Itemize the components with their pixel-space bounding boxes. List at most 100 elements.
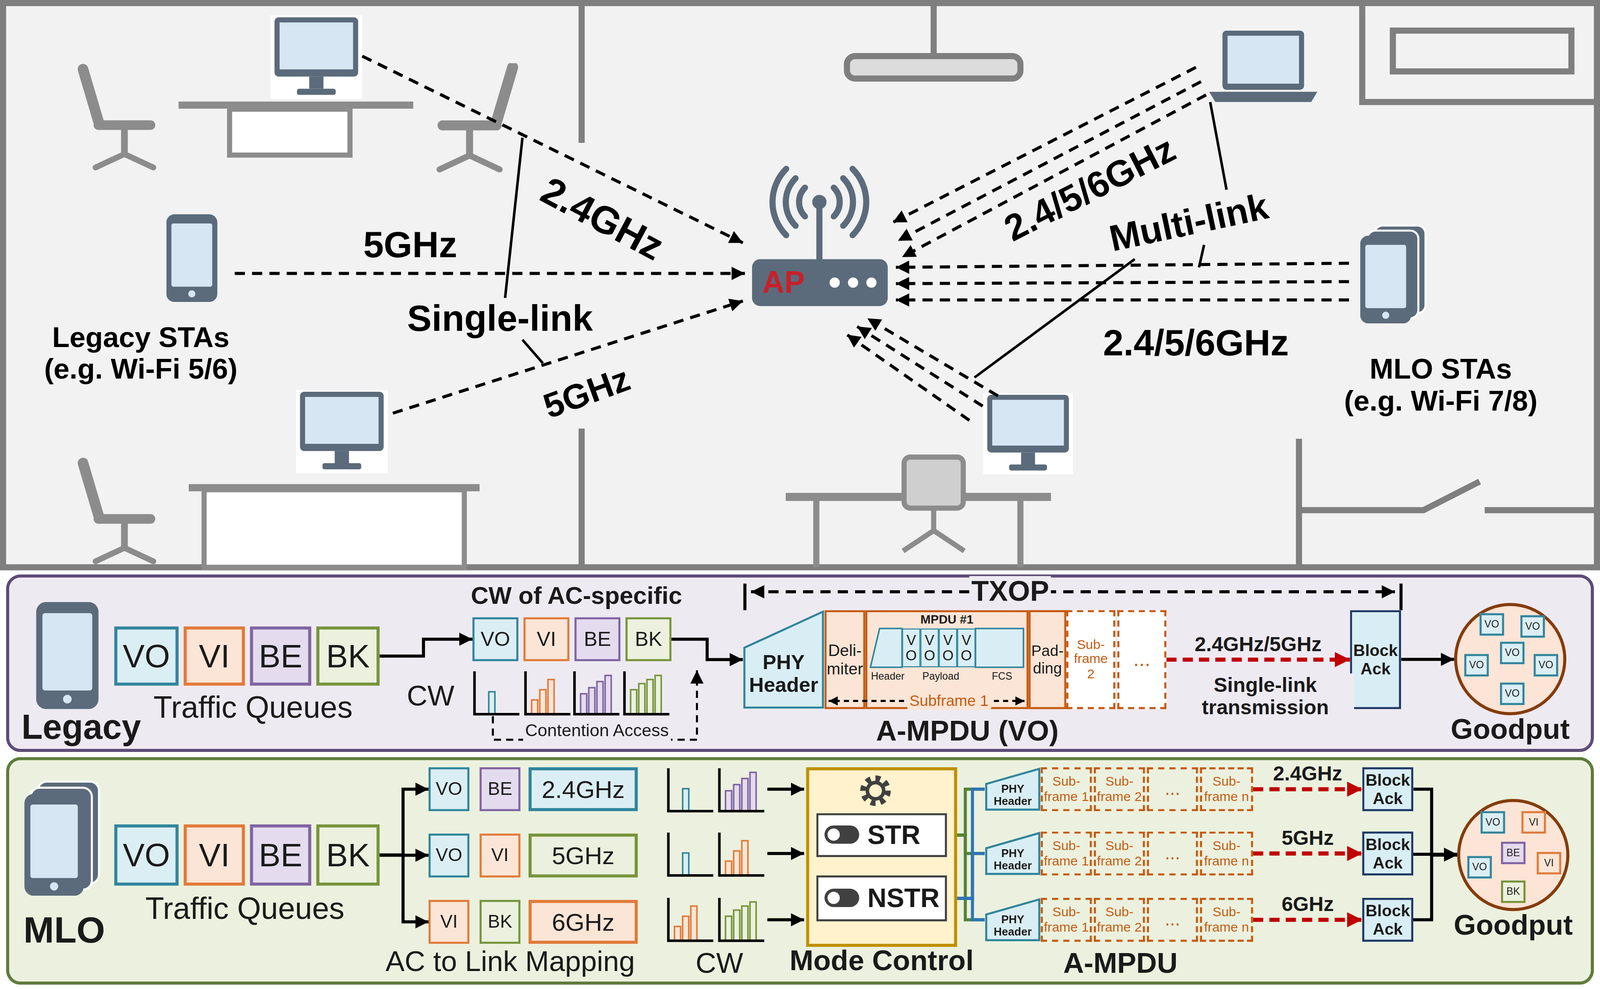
text-label: Traffic Queues bbox=[143, 891, 347, 926]
connector bbox=[1252, 851, 1363, 856]
cw-bar bbox=[733, 784, 740, 812]
node-text: PHY Header bbox=[984, 914, 1041, 939]
node-text: VO bbox=[122, 638, 171, 674]
cw-axis bbox=[668, 897, 714, 941]
queue-box: VI bbox=[428, 900, 470, 944]
node-text: BE bbox=[258, 638, 303, 674]
node-text: Sub-frame n bbox=[1202, 774, 1252, 804]
node-text: VO bbox=[1525, 620, 1540, 632]
cw-bar bbox=[733, 910, 740, 941]
cw-bar bbox=[547, 679, 554, 715]
node-text: Sub-frame 2 bbox=[1096, 839, 1143, 868]
edge-label: 6GHz bbox=[1279, 892, 1336, 915]
queue-box: VI bbox=[183, 626, 245, 686]
text-label: A-MPDU bbox=[1061, 948, 1180, 981]
node-text: Sub-frame 2 bbox=[1096, 905, 1143, 934]
text-label: 2.4/5/6GHz bbox=[1100, 322, 1291, 363]
subframe-box: Sub-frame 2 bbox=[1093, 831, 1145, 876]
node-text: PHY Header bbox=[984, 783, 1041, 808]
node-text: VO bbox=[921, 632, 938, 664]
payload-cell: VO bbox=[901, 628, 921, 667]
block-ack: Block Ack bbox=[1362, 831, 1413, 876]
queue-box: VO bbox=[1467, 856, 1492, 879]
node-text: Sub-frame 2 bbox=[1068, 638, 1114, 682]
node-text: VO bbox=[480, 628, 511, 651]
cw-bar bbox=[749, 901, 756, 941]
subframe-box: Sub-frame 1 bbox=[1040, 767, 1092, 812]
queue-box: BK bbox=[316, 626, 380, 686]
node-text: VO bbox=[1485, 816, 1501, 828]
node-text: AP bbox=[762, 266, 805, 299]
cw-bar bbox=[682, 916, 689, 941]
node-text: BK bbox=[326, 638, 370, 674]
cw-bar bbox=[690, 906, 697, 941]
text-label: Traffic Queues bbox=[151, 690, 355, 724]
cw-bar bbox=[531, 699, 538, 715]
node-text: BK bbox=[1506, 886, 1521, 898]
queue-box: 5GHz bbox=[528, 833, 638, 878]
node-text: Sub-frame 1 bbox=[1043, 905, 1090, 934]
node-text: ... bbox=[1164, 909, 1181, 930]
phy-header: PHY Header bbox=[984, 767, 1041, 812]
queue-box: BE bbox=[249, 626, 312, 686]
queue-box: 6GHz bbox=[528, 900, 638, 944]
queue-box: VI bbox=[1536, 851, 1562, 875]
node-text: VO bbox=[435, 779, 463, 799]
subframe-box: Sub-frame 1 bbox=[1040, 831, 1092, 876]
cw-bar bbox=[682, 788, 689, 812]
node-text: Sub-frame 1 bbox=[1043, 774, 1090, 804]
cw-bar bbox=[596, 681, 604, 715]
subframe-box: Sub-frame 2 bbox=[1093, 767, 1145, 812]
node-text: VO bbox=[1504, 647, 1520, 659]
node-text: Deli-miter bbox=[826, 642, 864, 678]
node-text: VO bbox=[1504, 688, 1520, 700]
node-text: FCS bbox=[977, 671, 1027, 683]
queue-box: VO bbox=[114, 824, 179, 886]
subframe-box: ... bbox=[1146, 767, 1198, 812]
payload-cell: VO bbox=[938, 628, 958, 667]
queue-box: VO bbox=[1464, 654, 1489, 677]
block-ack: Block Ack bbox=[1362, 897, 1413, 942]
node-text: VO bbox=[939, 632, 956, 664]
node-text: VI bbox=[440, 911, 458, 932]
panel: LegacyVOVIBEBKVOVIBEBKPHY HeaderDeli-mit… bbox=[6, 574, 1594, 753]
goodput-circle: GoodputVOVIBEVIVOBK bbox=[1457, 798, 1570, 912]
node-text: Block Ack bbox=[1364, 836, 1412, 872]
queue-box: VO bbox=[1479, 613, 1505, 636]
cw-axis bbox=[624, 671, 670, 715]
connector bbox=[1166, 657, 1350, 662]
text-label: A-MPDU (VO) bbox=[873, 716, 1061, 748]
node-text: VO bbox=[903, 632, 920, 664]
node-text: Legacy bbox=[21, 708, 142, 746]
node-text: Block Ack bbox=[1364, 902, 1412, 938]
text-label: Single-link bbox=[404, 298, 595, 339]
text-label: Subframe 1 bbox=[907, 692, 991, 710]
goodput-circle: GoodputVOVOVOVOVOVO bbox=[1454, 603, 1567, 716]
queue-box: VI bbox=[479, 833, 521, 878]
node-text: VI bbox=[198, 638, 230, 674]
block-ack: Block Ack bbox=[1350, 610, 1402, 710]
cw-bar bbox=[725, 791, 732, 812]
payload-cell: VO bbox=[957, 628, 976, 667]
node-text: 5GHz bbox=[551, 842, 615, 869]
node-text: Sub-frame 2 bbox=[1096, 774, 1143, 804]
queue-box: BE bbox=[574, 617, 621, 662]
cw-axis bbox=[668, 768, 714, 812]
cw-axis bbox=[574, 671, 620, 715]
node-text: Pad-ding bbox=[1030, 643, 1065, 677]
node-text: VO bbox=[122, 837, 171, 873]
node-text: VI bbox=[536, 628, 557, 651]
node-text: VO bbox=[1484, 618, 1500, 630]
node-text: NSTR bbox=[867, 883, 940, 913]
cw-bar bbox=[488, 691, 495, 715]
node-text: VO bbox=[1468, 659, 1484, 671]
subframe-box: Sub-frame 1 bbox=[1040, 897, 1092, 942]
node-text: ... bbox=[1164, 843, 1181, 864]
queue-box: BK bbox=[1500, 880, 1526, 903]
cw-bar bbox=[588, 687, 596, 715]
subframe-field: Pad-ding bbox=[1028, 610, 1067, 710]
connector bbox=[1252, 787, 1363, 792]
queue-box: BE bbox=[1500, 841, 1526, 865]
node-text: ... bbox=[1133, 648, 1151, 671]
